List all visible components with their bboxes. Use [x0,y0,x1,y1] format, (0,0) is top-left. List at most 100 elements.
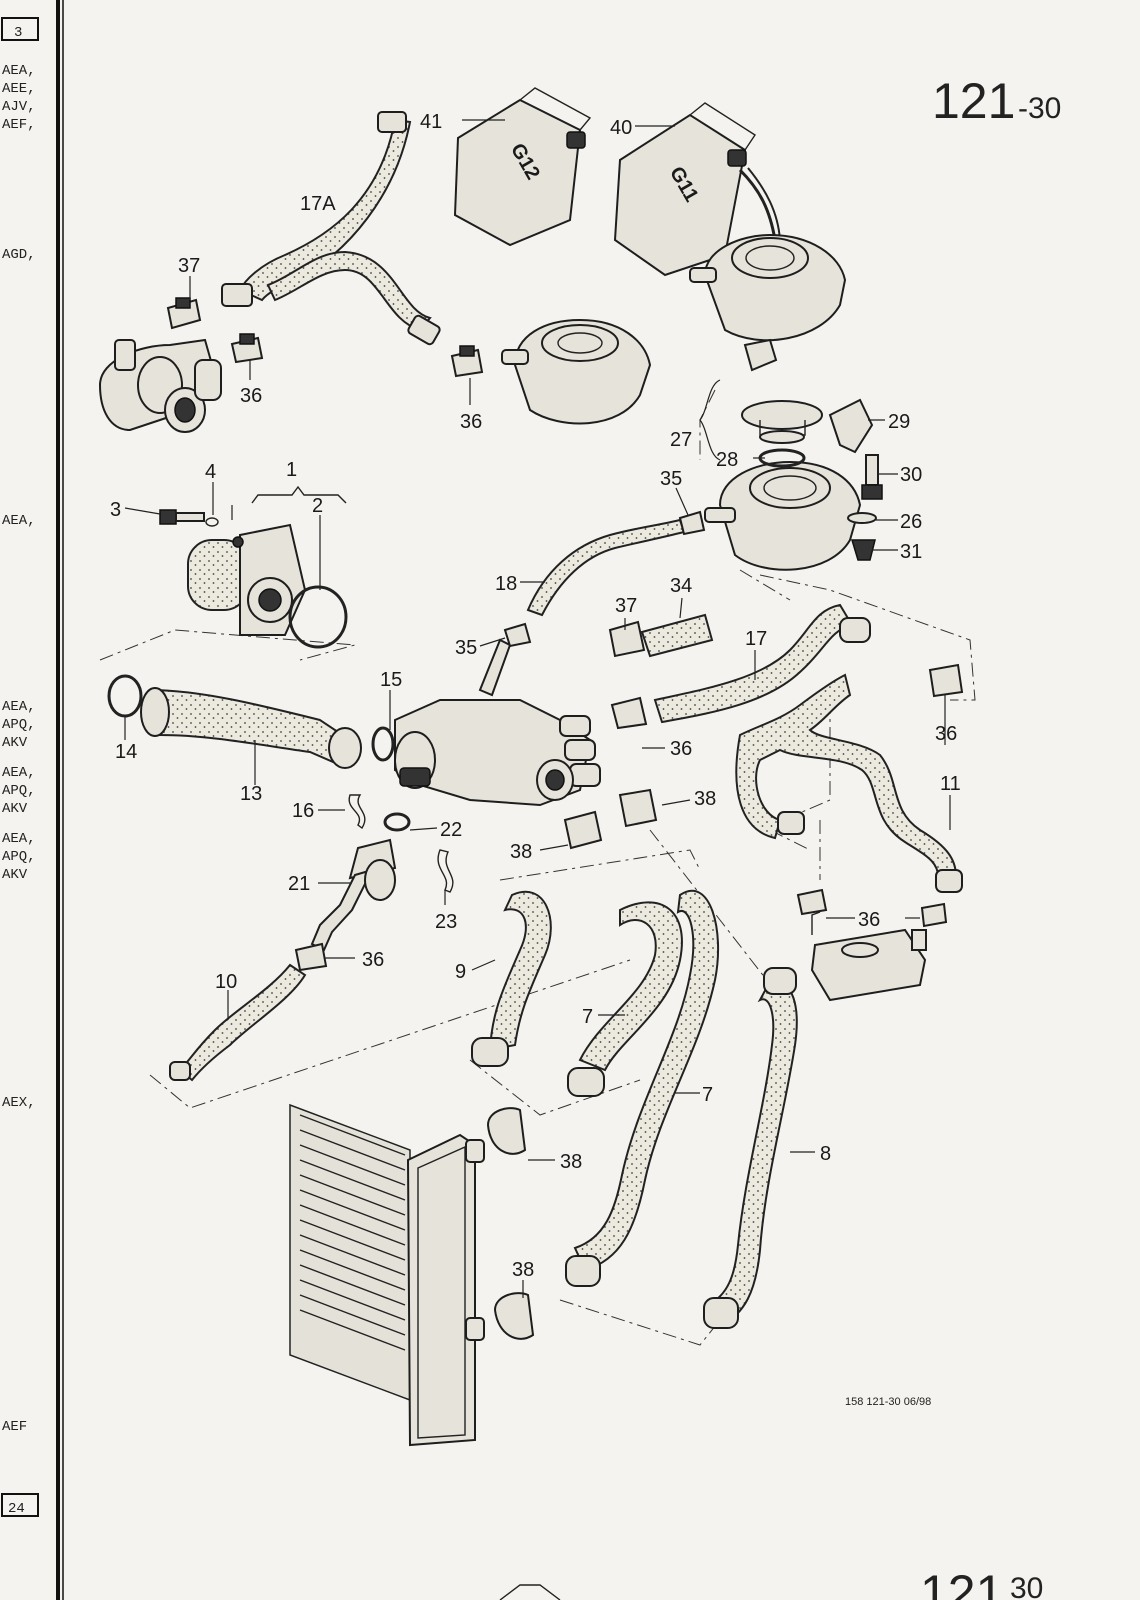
label-35-top: 35 [660,468,682,490]
washer-4 [205,517,219,527]
margin-code: AGD, [2,247,36,263]
label-2: 2 [312,495,323,517]
coolant-canister-g12: G12 [453,87,592,247]
label-36-top-mid: 36 [460,411,482,433]
clamp-38-radiator-top [486,1107,527,1155]
pipe-21 [310,838,397,952]
hose-34 [640,613,714,658]
hose-17-end [839,617,871,643]
clamp-36-top-left [230,333,264,364]
margin-box-bottom-text: 24 [8,1501,25,1517]
margin-box-bottom [1,1493,39,1517]
page-number-bottom: 121 [920,1565,1003,1600]
hose-13 [140,687,362,769]
clamp-36-top-mid [450,345,484,378]
clamp-36-center [610,696,648,730]
hose-11 [735,673,957,887]
cover-29 [828,398,874,454]
label-1: 1 [286,459,297,481]
margin-code: AEX, [2,1095,36,1111]
leader-lines [124,119,951,1298]
margin-code: AEA, [2,513,36,529]
clamp-36-cooler-left [796,888,828,916]
page-number-top: 121 [932,73,1015,129]
plug-31 [850,539,876,561]
label-38-radiator-top: 38 [560,1151,582,1173]
clamp-38-radiator-bottom [493,1292,535,1340]
label-37-center: 37 [615,595,637,617]
label-26: 26 [900,511,922,533]
expansion-tank-center [501,318,652,425]
hose-10 [178,963,307,1082]
margin-code: AKV [2,867,28,883]
clamp-36-lower-left [294,942,328,972]
hose-9 [488,890,552,1052]
thermostat-housing-top [98,338,222,433]
label-13: 13 [240,783,262,805]
label-23: 23 [435,911,457,933]
clamp-38-center-right [618,788,658,828]
label-3: 3 [110,499,121,521]
expansion-tank-top-right [689,233,847,372]
hose-17a [221,111,441,346]
label-22: 22 [440,819,462,841]
label-7-upper: 7 [582,1006,593,1028]
margin-code: AEA, [2,765,36,781]
seal-26 [847,512,877,524]
clamp-35-lower [503,622,532,648]
label-38-center-right: 38 [694,788,716,810]
clamp-38-center-left [563,810,603,850]
clip-16 [348,794,366,830]
label-17a: 17A [300,193,336,215]
o-ring-2 [288,585,348,649]
label-11: 11 [940,773,961,795]
bracket-1 [251,485,347,504]
label-4: 4 [205,461,216,483]
label-38-radiator-bottom: 38 [512,1259,534,1281]
clamp-36-right [928,663,964,698]
margin-code: AKV [2,735,28,751]
label-10: 10 [215,971,237,993]
filler-cap-27 [741,400,823,444]
label-29: 29 [888,411,910,433]
label-36-right: 36 [935,723,957,745]
footer-reference: 158 121-30 06/98 [845,1396,931,1408]
expansion-tank-lower [704,460,862,571]
label-36-center: 36 [670,738,692,760]
margin-code: AEA, [2,63,36,79]
label-36-cooler: 36 [858,909,880,931]
margin-code: AEF [2,1419,27,1435]
clip-23 [437,849,454,893]
label-35-lower: 35 [455,637,477,659]
label-41: 41 [420,111,442,133]
label-34: 34 [670,575,692,597]
label-27: 27 [670,429,692,451]
label-17: 17 [745,628,767,650]
bolt-3 [159,509,205,525]
sensor-30 [861,454,883,500]
margin-code: APQ, [2,849,36,865]
label-38-center-left: 38 [510,841,532,863]
label-36-lower-left: 36 [362,949,384,971]
label-37-top: 37 [178,255,200,277]
hose-18 [526,518,686,617]
assembly-lines [99,389,976,1346]
label-8: 8 [820,1143,831,1165]
margin-code: AEA, [2,831,36,847]
label-21: 21 [288,873,310,895]
coolant-flange-central [394,638,601,807]
label-28: 28 [716,449,738,471]
margin-code: AEE, [2,81,36,97]
margin-code: AKV [2,801,28,817]
hose-7-upper [578,901,683,1072]
clamp-37-top [166,297,202,330]
o-ring-15 [371,726,395,762]
label-31: 31 [900,541,922,563]
left-margin: 3 24 AEA, AEE, AJV, AEF, AGD, AEA, AEA, … [1,0,64,1600]
label-30: 30 [900,464,922,486]
label-40: 40 [610,117,632,139]
coolant-canister-g11: G11 [613,102,781,277]
label-14: 14 [115,741,137,763]
label-15: 15 [380,669,402,691]
